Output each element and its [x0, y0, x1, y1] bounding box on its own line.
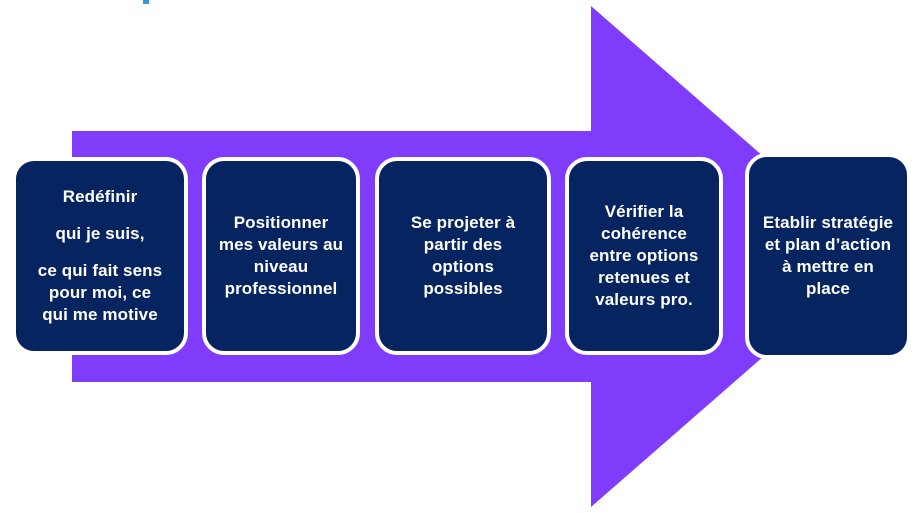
process-step-2[interactable]: Positionner mes valeurs au niveau profes…	[202, 157, 360, 355]
step-3-line-2: partir des	[423, 234, 503, 254]
process-step-3[interactable]: Se projeter à partir des options possibl…	[375, 157, 551, 355]
step-2-line-1: Positionner	[233, 212, 329, 232]
step-1-line-3: ce qui fait sens	[37, 260, 163, 280]
step-5-line-1: Etablir stratégie	[762, 212, 894, 232]
cut-off-fragment	[143, 0, 149, 4]
step-5-line-3: à mettre en	[782, 257, 874, 276]
process-step-5[interactable]: Etablir stratégie et plan d’action à met…	[745, 153, 911, 359]
step-1-line-2: qui je suis,	[55, 223, 145, 243]
step-3-line-4: possibles	[423, 279, 503, 299]
step-4-line-1: Vérifier la	[604, 201, 684, 221]
process-step-4[interactable]: Vérifier la cohérence entre options rete…	[565, 157, 723, 355]
step-2-line-4: professionnel	[224, 279, 338, 299]
step-4-line-5: valeurs pro.	[595, 290, 693, 310]
step-4-line-3: entre options	[589, 245, 699, 265]
step-1-line-4: pour moi, ce	[48, 283, 152, 303]
step-3-line-1: Se projeter à	[410, 212, 516, 232]
step-2-line-2: mes valeurs au	[218, 234, 344, 254]
step-4-line-2: cohérence	[601, 223, 687, 243]
step-3-line-3: options	[431, 257, 495, 276]
step-5-line-4: place	[806, 279, 850, 299]
step-2-line-3: niveau	[253, 257, 309, 276]
step-1-line-1: Redéfinir	[62, 186, 138, 206]
process-step-1[interactable]: Redéfinir qui je suis, ce qui fait sens …	[12, 157, 188, 355]
step-1-line-5: qui me motive	[42, 305, 158, 325]
step-5-line-2: et plan d’action	[764, 234, 892, 254]
step-4-line-4: retenues et	[598, 268, 690, 288]
process-step-row: Redéfinir qui je suis, ce qui fait sens …	[0, 153, 921, 359]
